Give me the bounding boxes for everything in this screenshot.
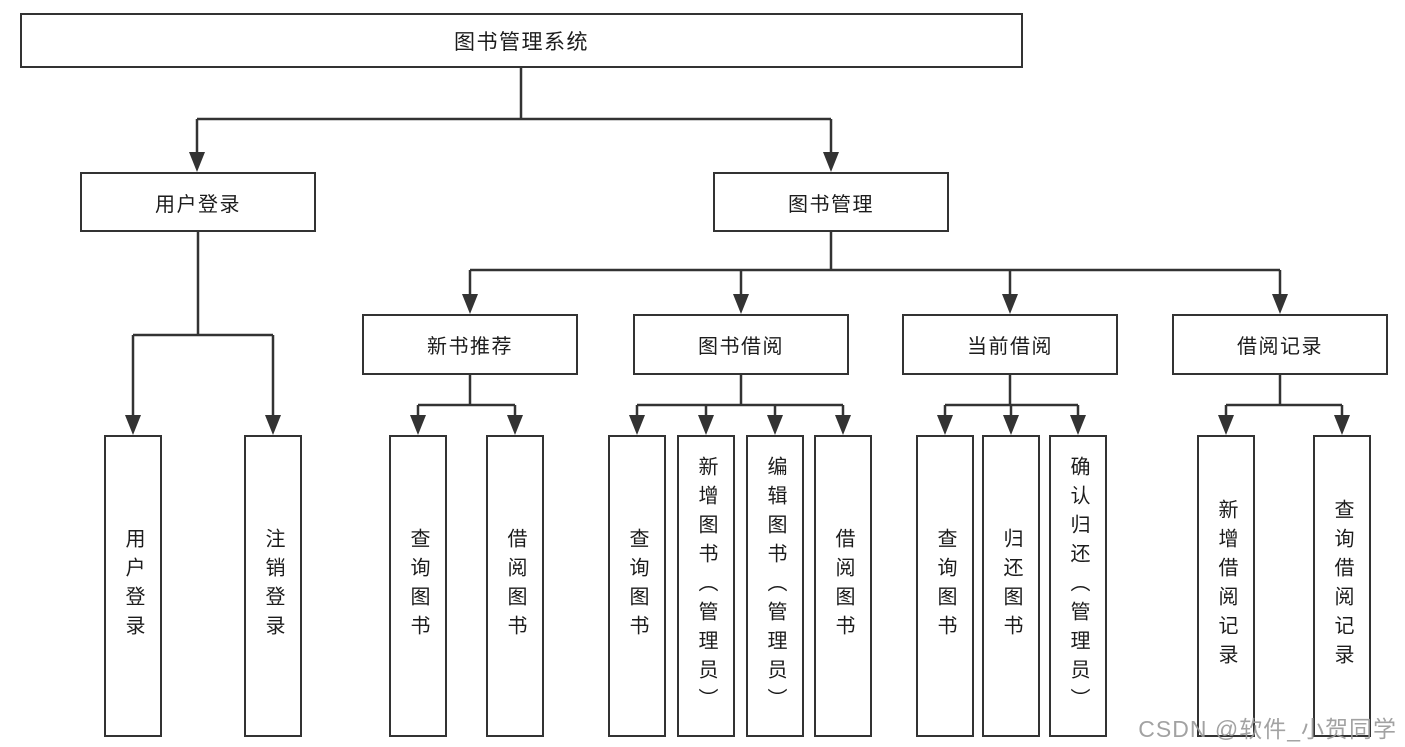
node-current-borrow: 当前借阅 — [902, 314, 1118, 375]
node-user-login: 用户登录 — [80, 172, 316, 232]
leaf-confirm-return-admin: 确认归还（管理员） — [1049, 435, 1107, 737]
node-root-system: 图书管理系统 — [20, 13, 1023, 68]
leaf-edit-books-admin: 编辑图书（管理员） — [746, 435, 804, 737]
leaf-add-borrow-record: 新增借阅记录 — [1197, 435, 1255, 737]
leaf-logout: 注销登录 — [244, 435, 302, 737]
leaf-query-borrow-record: 查询借阅记录 — [1313, 435, 1371, 737]
node-borrow-records: 借阅记录 — [1172, 314, 1388, 375]
node-new-book-recommend: 新书推荐 — [362, 314, 578, 375]
leaf-add-books-admin: 新增图书（管理员） — [677, 435, 735, 737]
node-book-borrow: 图书借阅 — [633, 314, 849, 375]
leaf-borrow-books-recommend: 借阅图书 — [486, 435, 544, 737]
leaf-query-books-recommend: 查询图书 — [389, 435, 447, 737]
leaf-query-books-borrow: 查询图书 — [608, 435, 666, 737]
leaf-query-books-current: 查询图书 — [916, 435, 974, 737]
leaf-user-login: 用户登录 — [104, 435, 162, 737]
leaf-borrow-books: 借阅图书 — [814, 435, 872, 737]
watermark-text: CSDN @软件_小贺同学 — [1138, 716, 1397, 742]
leaf-return-books: 归还图书 — [982, 435, 1040, 737]
node-book-management: 图书管理 — [713, 172, 949, 232]
